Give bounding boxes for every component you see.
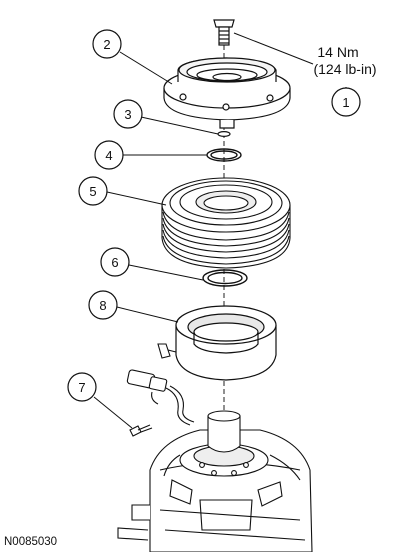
- wire-harness: [126, 343, 195, 426]
- compressor-body: [117, 410, 313, 552]
- shim-part: [217, 131, 231, 138]
- snap-ring-upper-part: [206, 148, 242, 162]
- torque-spec-nm: 14 Nm: [317, 44, 358, 60]
- field-coil-part: [175, 305, 277, 381]
- callout-3-label: 3: [124, 107, 131, 122]
- callout-3: 3: [113, 99, 143, 129]
- callout-1: 1: [331, 87, 361, 117]
- callout-5-label: 5: [89, 184, 96, 199]
- callout-2: 2: [92, 29, 122, 59]
- torque-spec-lbin: (124 lb-in): [313, 61, 376, 77]
- callout-4-label: 4: [105, 148, 112, 163]
- pulley-part: [161, 177, 291, 269]
- reference-code: N0085030: [4, 536, 57, 548]
- torque-spec: 14 Nm (124 lb-in): [313, 44, 376, 77]
- callout-4: 4: [94, 140, 124, 170]
- screw-part: [129, 424, 153, 437]
- callout-2-label: 2: [103, 37, 110, 52]
- callout-5: 5: [78, 176, 108, 206]
- clutch-hub-part: [163, 57, 291, 129]
- callout-8: 8: [88, 290, 118, 320]
- bolt-part: [213, 19, 235, 46]
- snap-ring-lower-part: [202, 269, 248, 287]
- callout-7-label: 7: [78, 380, 85, 395]
- leader-lines: [93, 32, 347, 429]
- callout-6: 6: [100, 247, 130, 277]
- callout-1-label: 1: [342, 95, 349, 110]
- callout-6-label: 6: [111, 255, 118, 270]
- callout-7: 7: [67, 372, 97, 402]
- callout-8-label: 8: [99, 298, 106, 313]
